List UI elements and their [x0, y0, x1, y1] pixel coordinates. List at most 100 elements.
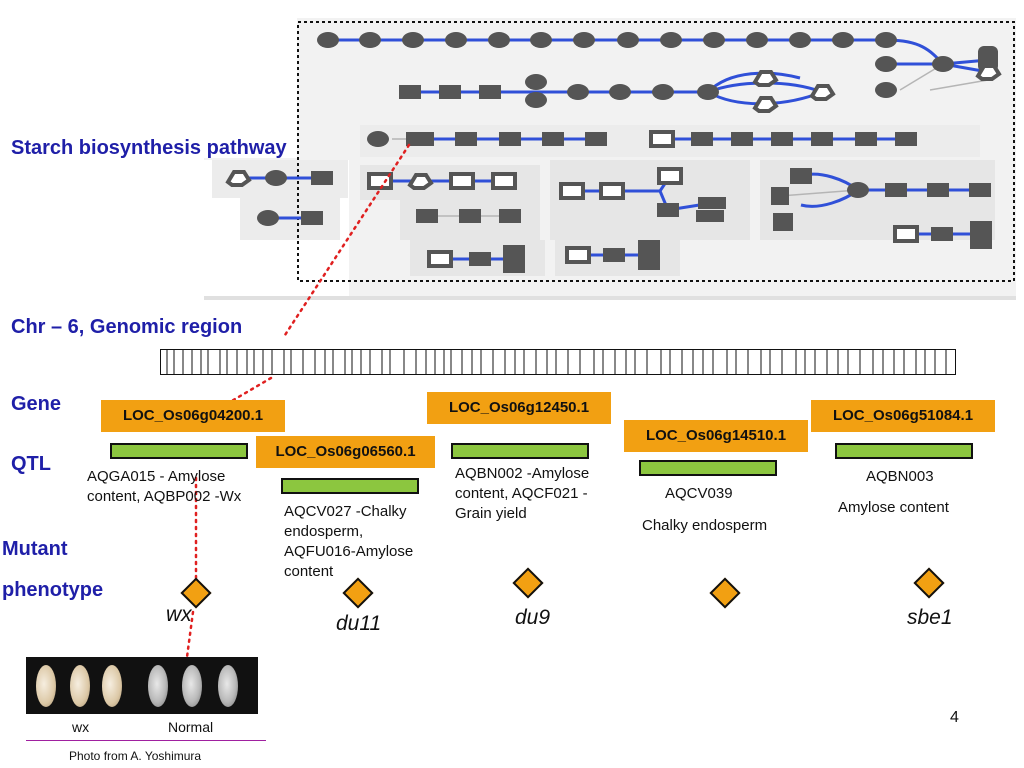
- mutant-diamond-icon: [342, 577, 374, 609]
- pathway-node: [499, 209, 521, 223]
- label-gene: Gene: [11, 393, 62, 415]
- qtl-description-id: AQCV039: [665, 485, 733, 502]
- label-phenotype: phenotype: [2, 579, 104, 601]
- pathway-node: [691, 132, 713, 146]
- pathway-node: [731, 132, 753, 146]
- qtl-description-trait: Chalky endosperm: [642, 517, 768, 534]
- pathway-node: [649, 130, 675, 148]
- pathway-node: [406, 132, 434, 146]
- photo-label-normal: Normal: [168, 719, 214, 735]
- pathway-node: [542, 132, 564, 146]
- pathway-node: [657, 167, 683, 185]
- gene-box: LOC_Os06g12450.1: [427, 392, 611, 424]
- pathway-node: [525, 74, 547, 90]
- pathway-node: [875, 32, 897, 48]
- rice-grain: [70, 665, 90, 707]
- qtl-description-trait: Amylose content: [838, 499, 949, 516]
- pathway-node: [459, 209, 481, 223]
- pathway-node: [449, 172, 475, 190]
- pathway-node: [617, 32, 639, 48]
- pathway-node: [427, 250, 453, 268]
- rice-grain: [182, 665, 202, 707]
- qtl-bar: [110, 443, 248, 459]
- qtl-bar: [451, 443, 589, 459]
- pathway-node: [809, 84, 836, 101]
- rice-grain: [148, 665, 168, 707]
- pathway-node: [559, 182, 585, 200]
- pathway-node: [927, 183, 949, 197]
- pathway-node: [491, 172, 517, 190]
- gene-box: LOC_Os06g04200.1: [101, 400, 285, 432]
- qtl-bar: [639, 460, 777, 476]
- pathway-node: [367, 131, 389, 147]
- pathway-node: [416, 209, 438, 223]
- pathway-node: [439, 85, 461, 99]
- gene-box: LOC_Os06g14510.1: [624, 420, 808, 452]
- pathway-node: [931, 227, 953, 241]
- pathway-node: [847, 182, 869, 198]
- label-genomic-region: Chr – 6, Genomic region: [11, 316, 243, 338]
- pathway-node: [638, 240, 660, 270]
- chromosome-outline: [160, 349, 956, 375]
- pathway-node: [657, 203, 679, 217]
- pathway-node: [367, 172, 393, 190]
- pathway-node: [499, 132, 521, 146]
- pathway-node: [832, 32, 854, 48]
- pathway-node: [399, 85, 421, 99]
- pathway-node: [565, 246, 591, 264]
- pathway-node: [660, 32, 682, 48]
- pathway-node: [885, 183, 907, 197]
- mutant-diamond-icon: [709, 577, 741, 609]
- divider: [26, 740, 266, 741]
- mutant-diamond-icon: [512, 567, 544, 599]
- pathway-node: [790, 168, 812, 184]
- mutant-name: du9: [515, 606, 551, 629]
- pathway-node: [771, 132, 793, 146]
- pathway-node: [893, 225, 919, 243]
- pathway-node: [746, 32, 768, 48]
- pathway-node: [311, 171, 333, 185]
- pathway-network-diagram: [204, 18, 1016, 300]
- mutant-name: sbe1: [907, 606, 953, 629]
- rice-grain: [218, 665, 238, 707]
- label-pathway: Starch biosynthesis pathway: [11, 137, 287, 159]
- pathway-node: [402, 32, 424, 48]
- pathway-node: [771, 187, 789, 205]
- pathway-node: [697, 84, 719, 100]
- pathway-node: [359, 32, 381, 48]
- label-qtl: QTL: [11, 453, 51, 475]
- pathway-node: [703, 32, 725, 48]
- pathway-node: [969, 183, 991, 197]
- pathway-node: [479, 85, 501, 99]
- pathway-node: [407, 173, 434, 190]
- pathway-node: [503, 245, 525, 273]
- pathway-node: [752, 70, 779, 87]
- mutant-diamond-icon: [913, 567, 945, 599]
- pathway-node: [773, 213, 793, 231]
- pathway-node: [698, 197, 726, 209]
- pathway-node: [609, 84, 631, 100]
- pathway-node: [603, 248, 625, 262]
- gene-box: LOC_Os06g06560.1: [256, 436, 435, 468]
- pathway-node: [525, 92, 547, 108]
- pathway-node: [257, 210, 279, 226]
- pathway-node: [445, 32, 467, 48]
- pathway-node: [696, 210, 724, 222]
- gene-box: LOC_Os06g51084.1: [811, 400, 995, 432]
- pathway-node: [875, 82, 897, 98]
- pathway-node: [811, 132, 833, 146]
- pathway-node: [265, 170, 287, 186]
- pathway-node: [855, 132, 877, 146]
- pathway-node: [455, 132, 477, 146]
- rice-grain-photo: [26, 657, 258, 714]
- mutant-name: wx: [166, 603, 192, 626]
- pathway-node: [789, 32, 811, 48]
- pathway-node: [752, 96, 779, 113]
- pathway-edge: [929, 79, 989, 91]
- photo-credit: Photo from A. Yoshimura: [69, 749, 202, 763]
- pathway-node: [875, 56, 897, 72]
- chromosome-region-bar: [160, 349, 956, 375]
